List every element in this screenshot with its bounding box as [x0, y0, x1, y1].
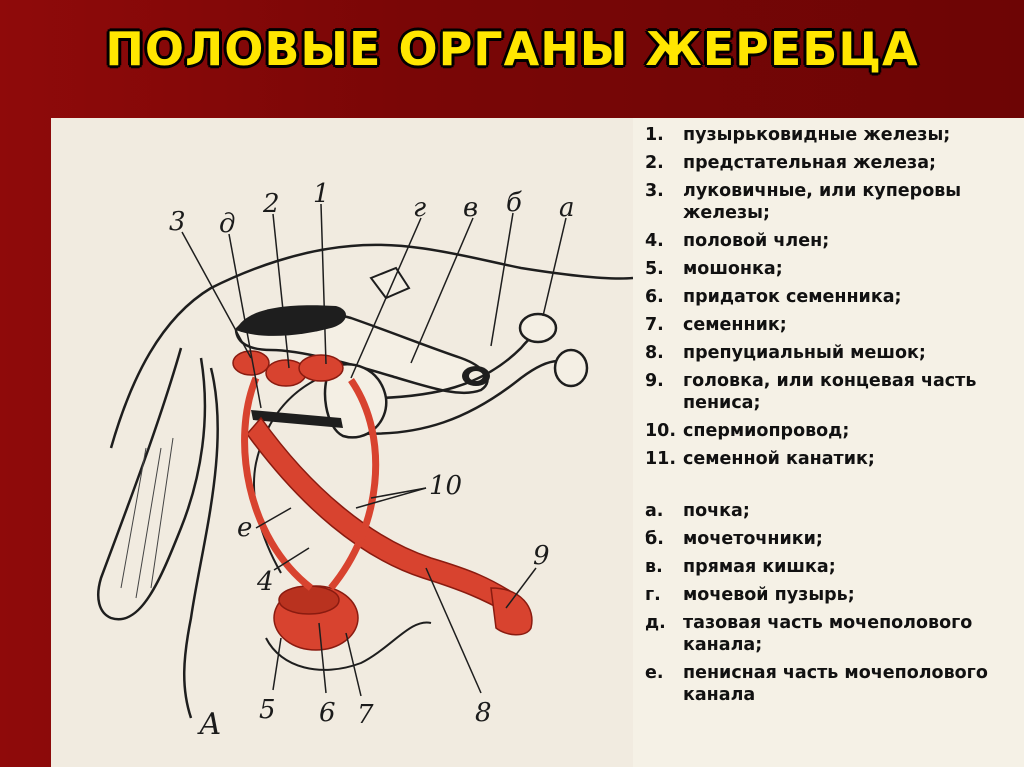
- legend-item: 11.семенной канатик;: [645, 449, 875, 469]
- leader-lines: [181, 203, 567, 697]
- vas-deferens-left: [241, 376, 314, 591]
- legend-item: 7.семенник;: [645, 315, 787, 335]
- legend-panel: 1.пузырьковидные железы; 2.предстательна…: [633, 118, 1024, 767]
- slide-title: ПОЛОВЫЕ ОРГАНЫ ЖЕРЕБЦА: [105, 22, 919, 76]
- legend-item: в.прямая кишка;: [645, 557, 836, 577]
- vas-deferens-right: [328, 378, 380, 591]
- figure-label-1: 1: [313, 179, 330, 209]
- figure-label-9: 9: [533, 541, 550, 571]
- legend-item: 5.мошонка;: [645, 259, 783, 279]
- kidney-b: [553, 348, 589, 388]
- pelvic-bone-cut: [236, 305, 347, 336]
- legend-item: 6.придаток семенника;: [645, 287, 902, 307]
- vesicular-gland: [298, 354, 344, 382]
- penis-shaft: [246, 416, 522, 618]
- legend-item: е.пенисная часть мочеполового канала: [645, 663, 988, 705]
- legend-item: г.мочевой пузырь;: [645, 585, 855, 605]
- figure-label-b: б: [506, 188, 522, 218]
- figure-label-e: е: [237, 513, 252, 543]
- figure-label-v: в: [463, 193, 478, 223]
- body-outline: [109, 243, 633, 449]
- figure-label-g: г: [413, 193, 426, 223]
- figure-label-7: 7: [357, 700, 374, 730]
- pelvis-outline: [253, 372, 332, 574]
- legend-item: 9.головка, или концевая часть пениса;: [645, 371, 977, 413]
- bladder-ligament: [369, 266, 411, 300]
- urethra-pelvic: [251, 410, 343, 428]
- leg-outline: [182, 367, 219, 719]
- legend-item: 4.половой член;: [645, 231, 830, 251]
- kidney-a: [518, 312, 558, 344]
- tail-hatching: [120, 437, 174, 599]
- figure-label-A: А: [197, 707, 222, 742]
- legend-item: а.почка;: [645, 501, 750, 521]
- ureter-lower: [350, 359, 567, 435]
- glans-penis: [490, 587, 533, 636]
- figure-label-5: 5: [259, 695, 276, 725]
- legend-item: 1.пузырьковидные железы;: [645, 125, 951, 145]
- scrotum-outline: [265, 621, 432, 671]
- figure-label-2: 2: [262, 189, 280, 219]
- tail-outline: [97, 347, 207, 621]
- legend-list: 1.пузырьковидные железы; 2.предстательна…: [645, 124, 1020, 706]
- figure-label-8: 8: [475, 698, 492, 728]
- figure-label-10: 10: [429, 471, 462, 501]
- figure-label-3: 3: [169, 207, 186, 237]
- figure-label-6: 6: [319, 698, 336, 728]
- anatomy-drawing: 3 д 2 1 г в б а 10 е 4 9 5 6 7 8 А: [97, 179, 633, 742]
- figure-label-4: 4: [256, 567, 274, 597]
- legend-item: 8.препуциальный мешок;: [645, 343, 926, 363]
- anatomy-figure: 3 д 2 1 г в б а 10 е 4 9 5 6 7 8 А: [51, 118, 633, 767]
- figure-label-a: а: [559, 193, 575, 223]
- legend-item: 3.луковичные, или куперовы железы;: [645, 181, 962, 223]
- figure-label-d: д: [219, 209, 235, 239]
- legend-item: б.мочеточники;: [645, 529, 823, 549]
- legend-item: д.тазовая часть мочеполового канала;: [645, 613, 973, 655]
- legend-item: 10.спермиопровод;: [645, 421, 850, 441]
- legend-item: 2.предстательная железа;: [645, 153, 937, 173]
